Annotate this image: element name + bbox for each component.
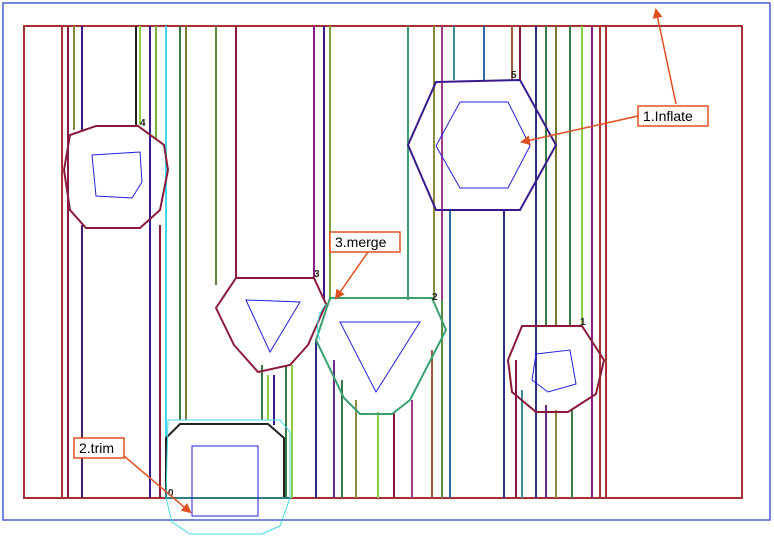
callout-merge-arrow [334, 251, 369, 300]
vertex-label-0: 0 [168, 488, 174, 499]
callout-merge-text: 3.merge [335, 234, 387, 250]
vertex-label-5: 5 [511, 70, 517, 81]
bounding-rect [23, 25, 743, 499]
callout-inflate: 1.Inflate [520, 8, 709, 146]
callout-inflate-arrow-left [520, 115, 639, 146]
callout-inflate-text: 1.Inflate [643, 108, 693, 124]
vertex-label-1: 1 [580, 317, 586, 328]
polygon-0 [165, 419, 291, 535]
vertical-strips [61, 26, 607, 498]
polygon-4 [62, 125, 170, 229]
callout-inflate-arrow-up [652, 8, 677, 105]
vertex-label-4: 4 [140, 118, 146, 129]
callout-merge-box [329, 231, 401, 253]
outer-frame [2, 2, 771, 521]
callout-merge: 3.merge [329, 231, 401, 300]
callout-trim-arrow [123, 455, 192, 514]
polygon-3 [214, 277, 328, 374]
polygon-1 [506, 325, 606, 413]
polygon-2 [314, 297, 448, 415]
callout-trim: 2.trim [73, 437, 192, 514]
vertex-label-3: 3 [314, 269, 320, 280]
vertex-label-2: 2 [432, 292, 438, 303]
polygon-5 [406, 78, 558, 211]
callout-trim-text: 2.trim [79, 440, 114, 456]
callout-trim-box [73, 437, 125, 459]
merge-outline [317, 303, 327, 341]
